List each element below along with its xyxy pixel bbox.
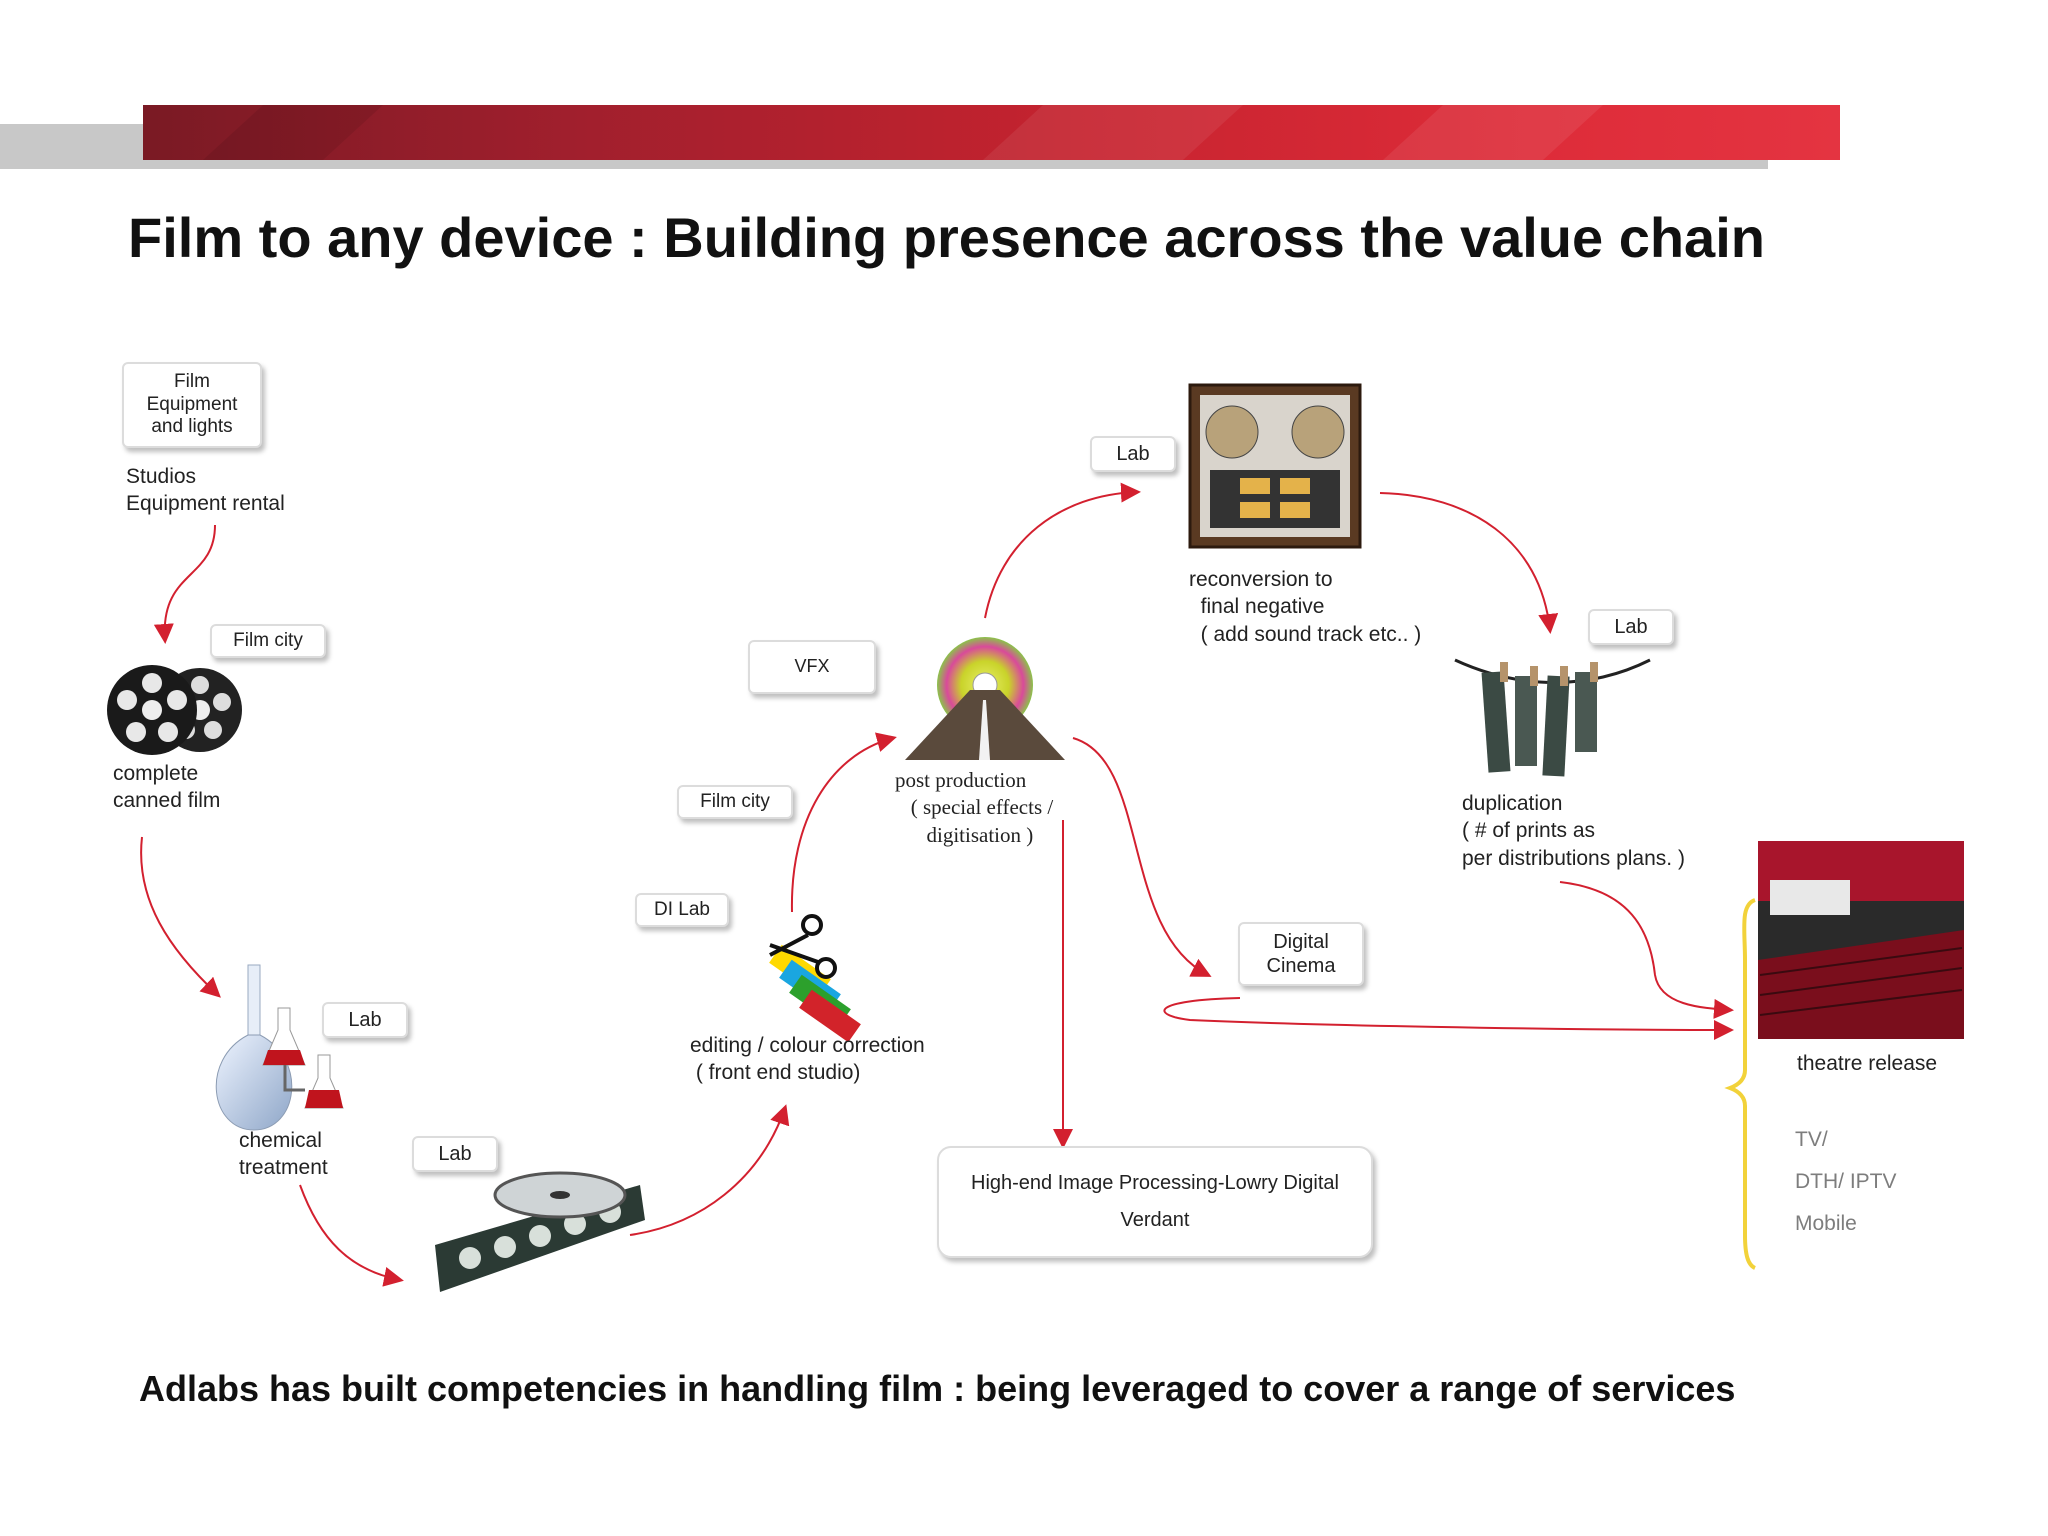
tag-vfx: VFX [748,640,876,694]
tag-lab-reel: Lab [412,1136,498,1172]
banner-shine [143,105,1840,160]
film-reels-icon [107,665,242,755]
arrow-reconversion-to-duplication [1379,492,1559,634]
tag-film-equipment: Film Equipment and lights [122,362,262,448]
tag-lab-reconversion: Lab [1090,436,1176,472]
tag-film-city-1: Film city [210,624,326,658]
outlet-mobile: Mobile [1795,1212,1857,1235]
caption-post-production: post production ( special effects / digi… [895,768,1054,847]
flow-arrows [140,482,1734,1287]
caption-chemical: chemical treatment [239,1129,328,1180]
banner-red-bar [143,105,1840,160]
arrow-editing-to-post-production [790,732,897,913]
slide-title: Film to any device : Building presence a… [128,206,1765,269]
slide-footer: Adlabs has built competencies in handlin… [139,1368,1736,1409]
lab-flask-icon [215,964,344,1131]
arrow-chemical-to-reel [299,1184,404,1287]
film-prints-clothesline-icon [1454,658,1651,777]
caption-canned-film: complete canned film [113,762,221,813]
caption-studios: Studios Equipment rental [126,465,285,516]
arrow-post-production-to-digital-cinema [1072,737,1212,977]
outlet-dth-iptv: DTH/ IPTV [1795,1170,1897,1193]
arrow-post-production-to-reconversion [984,482,1141,619]
arrow-digital-cinema-to-theatre [1163,997,1734,1040]
tag-lab-duplication: Lab [1588,609,1674,645]
cd-road-icon [905,637,1065,760]
processing-line-1: High-end Image Processing-Lowry Digital [971,1172,1339,1194]
tape-recorder-icon [1188,383,1362,549]
caption-editing: editing / colour correction ( front end … [690,1034,925,1085]
film-strip-reel-icon [435,1171,645,1292]
tag-lab-chemical: Lab [322,1002,408,1038]
outlet-tv: TV/ [1795,1128,1828,1151]
caption-duplication: duplication ( # of prints as per distrib… [1462,792,1685,870]
caption-reconversion: reconversion to final negative ( add sou… [1189,568,1422,646]
caption-theatre: theatre release [1797,1052,1938,1075]
tag-high-end-processing: High-end Image Processing-Lowry Digital … [937,1146,1373,1258]
arrow-canned-to-chemical [140,836,221,998]
tag-film-city-2: Film city [677,785,793,819]
tag-di-lab: DI Lab [635,893,729,927]
outlets-brace [1724,898,1757,1270]
arrow-duplication-to-theatre [1559,881,1734,1019]
tag-digital-cinema: Digital Cinema [1238,922,1364,986]
scissors-color-swatch-icon [769,914,861,1043]
processing-line-2: Verdant [1120,1209,1190,1231]
cinema-hall-icon [1758,841,1964,1039]
arrow-studios-to-canned-film [153,524,216,644]
arrow-reel-to-editing [629,1104,790,1236]
